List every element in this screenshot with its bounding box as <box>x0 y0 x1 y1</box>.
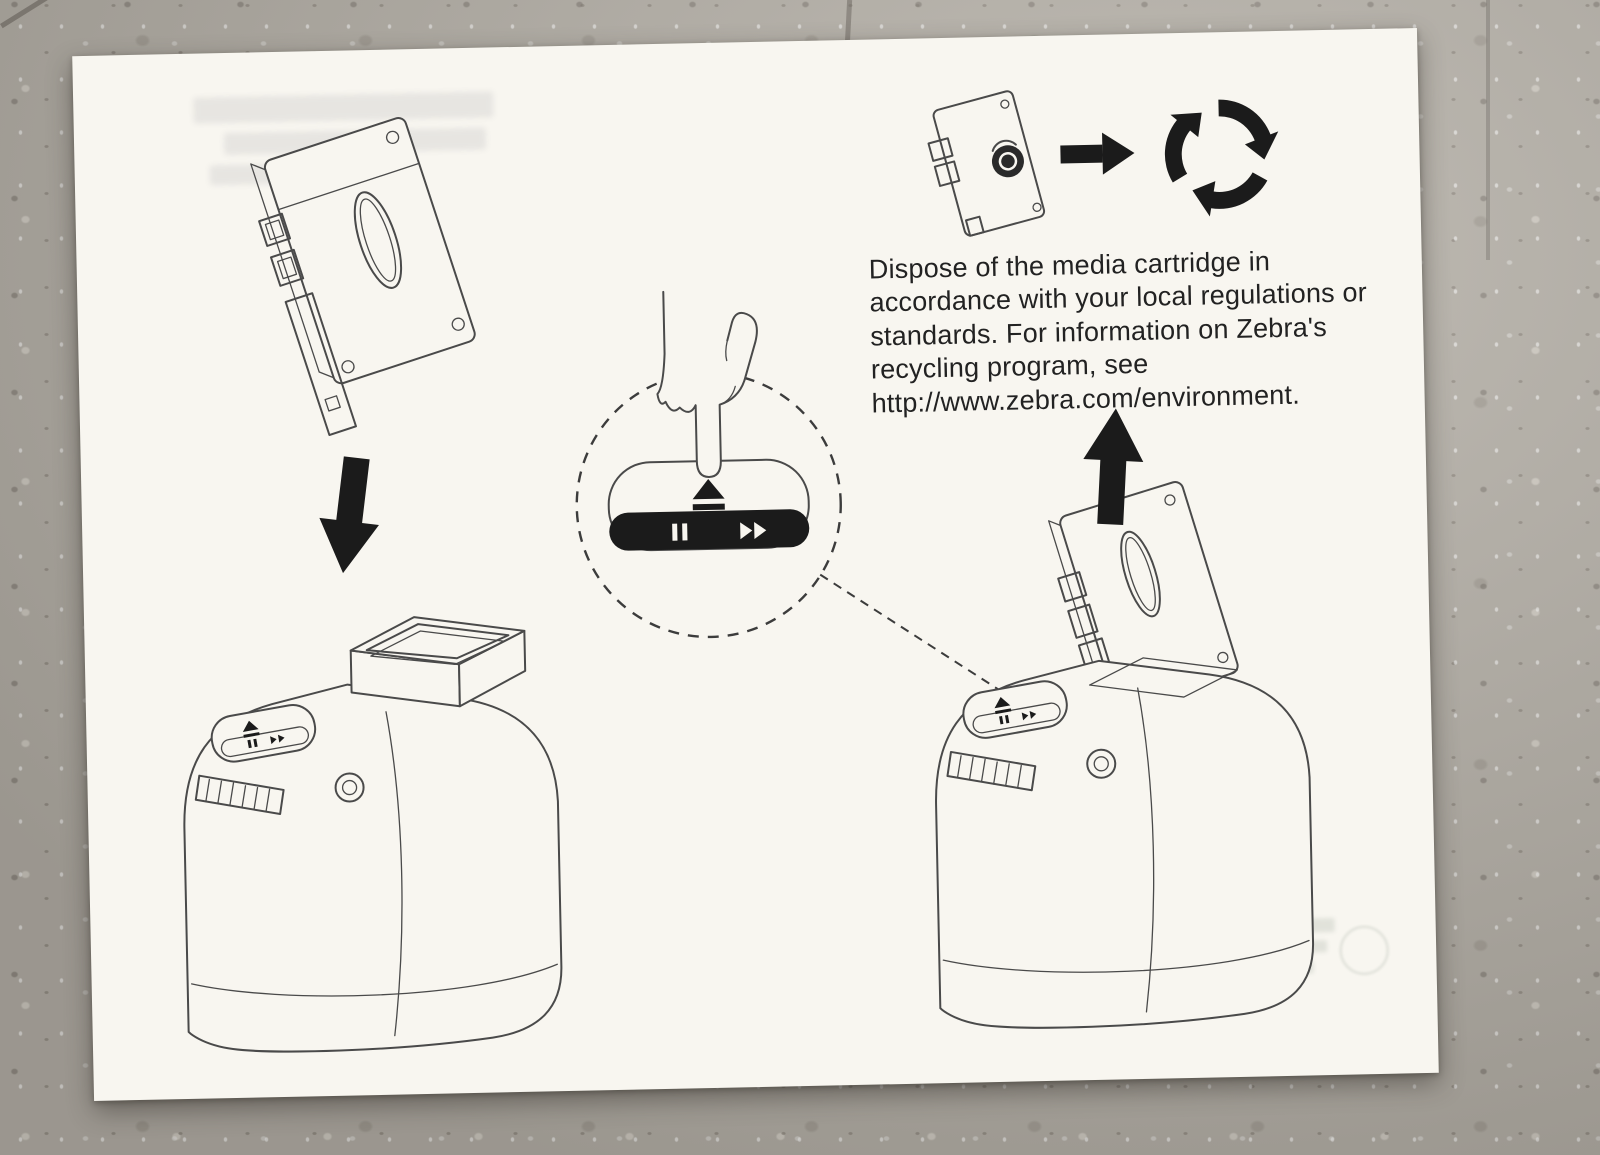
eject-button-icon <box>692 478 725 511</box>
printer-illustration-left <box>180 616 565 1055</box>
right-arrow-icon <box>1060 132 1135 175</box>
hand-press-icon <box>656 290 758 478</box>
instruction-sheet: Dispose of the media cartridge in accord… <box>72 28 1439 1101</box>
floor-tile-seam <box>844 0 853 45</box>
floor-tile-seam <box>0 0 57 29</box>
media-slot-opening <box>349 616 527 708</box>
feed-button-icon <box>740 522 767 540</box>
pause-button-icon <box>672 523 688 541</box>
floor-tile-seam <box>1486 0 1490 260</box>
disposal-cartridge-icon <box>927 90 1046 237</box>
callout-pointer-line <box>819 573 999 690</box>
instruction-line-art <box>180 90 1316 1055</box>
remove-up-arrow-icon <box>1083 408 1144 526</box>
slot-collar <box>1088 657 1238 698</box>
disposal-instructions-text: Dispose of the media cartridge in accord… <box>868 246 1368 419</box>
printer-illustration-right <box>932 481 1316 1032</box>
media-cartridge-illustration <box>250 117 476 436</box>
insert-down-arrow-icon <box>319 456 379 574</box>
recycle-icon <box>1164 99 1279 217</box>
